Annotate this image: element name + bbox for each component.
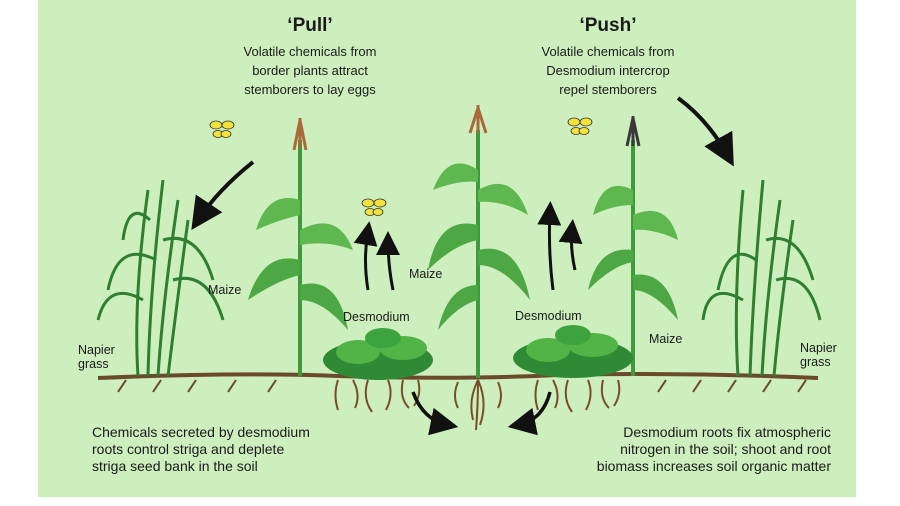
napier-grass-right-label-2: grass [800, 355, 831, 369]
rise-arrow-2 [376, 231, 401, 291]
push-line-1: Volatile chemicals from [541, 44, 675, 59]
root-arrow-left [411, 391, 459, 436]
desmodium-left-bush [323, 328, 433, 380]
push-line-2: Desmodium intercrop [546, 63, 670, 78]
desmodium-right-bush [513, 325, 633, 378]
pull-heading: ‘Pull’ [287, 15, 333, 36]
rise-arrow-1 [353, 221, 378, 291]
pull-line-1: Volatile chemicals from [243, 44, 377, 59]
maize-center-label: Maize [409, 267, 443, 281]
diagram-panel: ‘Pull’ Volatile chemicals from border pl… [38, 0, 856, 497]
pull-line-3: stemborers to lay eggs [244, 82, 376, 97]
bottom-left-line-1: Chemicals secreted by desmodium [92, 424, 310, 440]
soil-ticks [117, 379, 807, 393]
desmodium-roots [334, 379, 621, 431]
bottom-left-line-2: roots control striga and deplete [92, 441, 285, 457]
napier-grass-right-label-1: Napier [800, 341, 837, 355]
rise-arrow-4 [558, 219, 583, 271]
bottom-right-line-1: Desmodium roots fix atmospheric [623, 424, 831, 440]
maize-right-plant [588, 116, 678, 376]
bottom-right-line-3: biomass increases soil organic matter [596, 458, 831, 474]
moth-icon-right [567, 117, 593, 135]
napier-grass-left-label-1: Napier [78, 343, 115, 357]
maize-right-label: Maize [649, 332, 683, 346]
bottom-left-line-3: striga seed bank in the soil [92, 458, 258, 474]
napier-grass-right-plant [701, 179, 822, 377]
napier-grass-left-label-2: grass [78, 357, 109, 371]
bottom-right-line-2: nitrogen in the soil; shoot and root [620, 441, 831, 457]
moth-icon-center [361, 198, 387, 216]
push-arrow [676, 96, 734, 167]
maize-center-plant [428, 105, 530, 378]
push-heading: ‘Push’ [579, 15, 637, 36]
desmodium-right-label: Desmodium [515, 309, 582, 323]
maize-left-label: Maize [208, 283, 242, 297]
pull-line-2: border plants attract [252, 63, 368, 78]
root-arrow-right [507, 391, 552, 436]
desmodium-left-label: Desmodium [343, 310, 410, 324]
pull-arrow [191, 160, 255, 230]
napier-grass-left-plant [96, 179, 225, 377]
push-line-3: repel stemborers [559, 82, 657, 97]
maize-left-plant [248, 118, 353, 376]
soil-line [97, 372, 819, 380]
moth-icon-left [209, 120, 235, 138]
illustration [96, 96, 822, 436]
rise-arrow-3 [537, 201, 562, 291]
